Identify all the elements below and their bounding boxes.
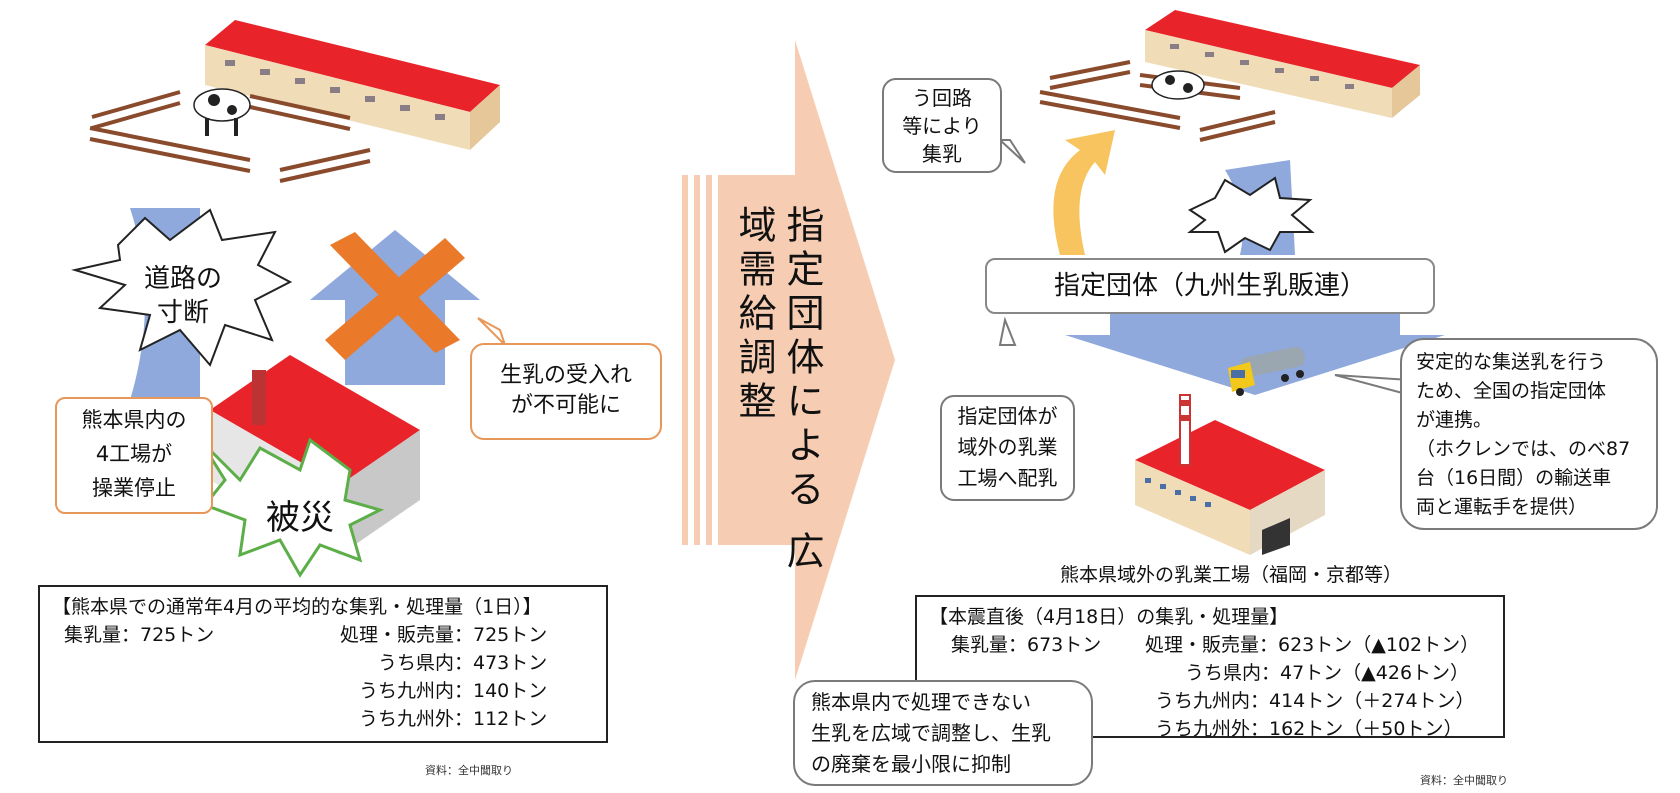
center-line1: 指定団体による: [780, 205, 824, 513]
after-box-title: 【本震直後（4月18日）の集乳・処理量】: [929, 606, 1289, 628]
distribution-arrow: [1065, 300, 1445, 395]
damage-label: 被災: [266, 498, 334, 538]
normal-collect: 集乳量：725トン: [64, 624, 215, 646]
after-line: 処理・販売量：623トン（▲102トン）: [1145, 634, 1480, 656]
center-line2: 広域需給調整: [732, 205, 824, 576]
normal-line: うち県内：473トン: [378, 652, 548, 674]
normal-lines: 処理・販売量：725トン うち県内：473トン うち九州内：140トン うち九州…: [325, 621, 547, 733]
factory-caption: 熊本県域外の乳業工場（福岡・京都等）: [1060, 564, 1403, 586]
normal-line: うち九州内：140トン: [359, 680, 548, 702]
milk-rejected-callout: 生乳の受入れ が不可能に: [470, 343, 662, 440]
normal-line: うち九州外：112トン: [359, 708, 548, 730]
tanker-truck-icon: [1228, 346, 1305, 396]
detour-arrow: [1053, 130, 1115, 255]
receiving-factory: [1135, 394, 1325, 555]
after-line: うち九州外：162トン（＋50トン）: [1155, 718, 1463, 740]
after-line: うち県内：47トン（▲426トン）: [1185, 662, 1470, 684]
distribute-callout: 指定団体が 域外の乳業 工場へ配乳: [940, 395, 1075, 501]
right-burst: [1187, 176, 1315, 254]
coordination-arrow: [682, 40, 895, 680]
normal-box-title: 【熊本県での通常年4月の平均的な集乳・処理量（1日）】: [52, 596, 542, 618]
after-line: うち九州内：414トン（＋274トン）: [1155, 690, 1475, 712]
road-cut-label: 道路の 寸断: [143, 264, 222, 328]
center-title: 指定団体による 広域需給調整: [730, 205, 826, 585]
left-source: 資料：全中聞取り: [425, 764, 513, 777]
normal-line: 処理・販売量：725トン: [339, 624, 548, 646]
road-cut-burst: [71, 208, 293, 367]
right-source: 資料：全中聞取り: [1420, 774, 1508, 787]
detour-callout: う回路 等により 集乳: [882, 78, 1002, 173]
damaged-factory: [198, 355, 420, 578]
adjust-callout: 熊本県内で処理できない 生乳を広域で調整し、生乳 の廃棄を最小限に抑制: [793, 680, 1093, 786]
org-box: 指定団体（九州生乳販連）: [985, 258, 1435, 314]
left-farm-illustration: [89, 20, 500, 183]
right-farm-illustration: [1039, 10, 1420, 142]
normal-volume-box: 【熊本県での通常年4月の平均的な集乳・処理量（1日）】 集乳量：725トン 処理…: [38, 585, 608, 743]
cross-mark: [325, 232, 465, 360]
cooperation-callout: 安定的な集送乳を行う ため、全国の指定団体 が連携。 （ホクレンでは、のべ87 …: [1400, 338, 1658, 530]
factories-stopped-callout: 熊本県内の 4工場が 操業停止: [55, 397, 213, 514]
after-lines: 処理・販売量：623トン（▲102トン） うち県内：47トン（▲426トン） う…: [1145, 631, 1479, 743]
after-collect: 集乳量：673トン: [951, 634, 1102, 656]
